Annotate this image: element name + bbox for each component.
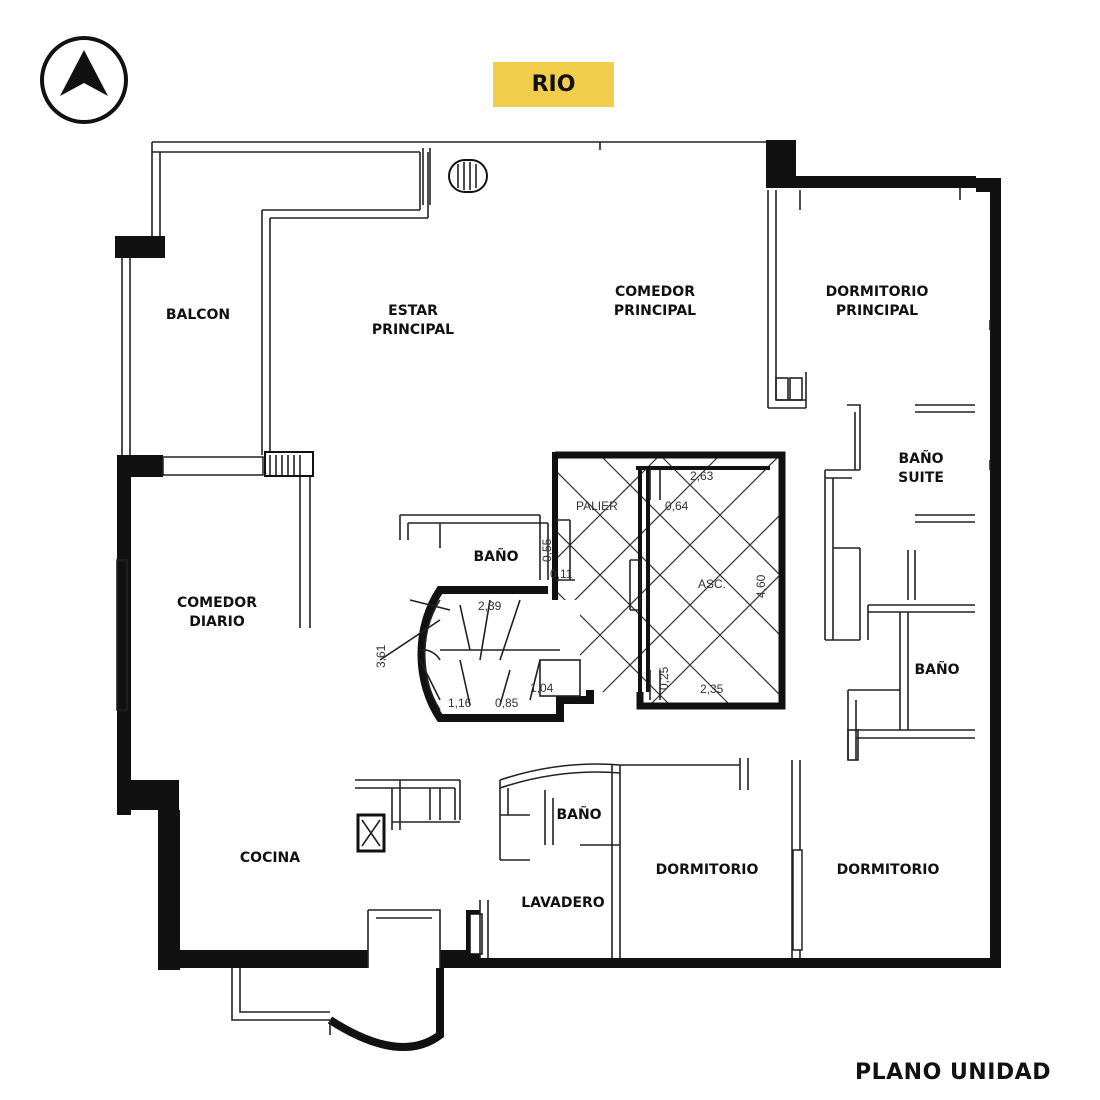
room-bano-suite-line2: SUITE — [898, 470, 944, 486]
orientation-badge: RIO — [493, 62, 614, 107]
room-estar-line2: PRINCIPAL — [372, 322, 454, 338]
room-dormitorio-principal-line2: PRINCIPAL — [836, 303, 918, 319]
dim-0-55: 0,55 — [540, 538, 554, 562]
dim-2-39: 2,39 — [478, 599, 502, 613]
interior-walls — [231, 142, 991, 1051]
core-labels: PALIER ASC. 2,63 0,64 4,60 2,35 0,25 2,3… — [374, 469, 768, 710]
room-dormitorio-principal-line1: DORMITORIO — [826, 284, 929, 300]
room-cocina: COCINA — [240, 850, 300, 866]
dim-4-60: 4,60 — [754, 574, 768, 598]
room-dormitorio-2: DORMITORIO — [837, 862, 940, 878]
room-estar-line1: ESTAR — [388, 303, 438, 319]
room-dormitorio-1: DORMITORIO — [656, 862, 759, 878]
room-comedor-line2: PRINCIPAL — [614, 303, 696, 319]
room-bano-center: BAÑO — [473, 548, 518, 565]
plan-title: PLANO UNIDAD — [855, 1060, 1051, 1085]
palier-label: PALIER — [576, 499, 618, 513]
north-arrow-icon — [40, 36, 128, 124]
dim-0-64: 0,64 — [665, 499, 689, 513]
room-balcon: BALCON — [166, 307, 230, 323]
dim-2-35: 2,35 — [700, 682, 724, 696]
dim-1-04: 1,04 — [530, 681, 554, 695]
room-labels: BALCON ESTAR PRINCIPAL COMEDOR PRINCIPAL… — [166, 284, 960, 911]
dim-3-61: 3,61 — [374, 644, 388, 668]
dim-0-85: 0,85 — [495, 696, 519, 710]
orientation-label: RIO — [531, 72, 576, 97]
room-comedor-line1: COMEDOR — [615, 284, 695, 300]
room-comedor-diario-line2: DIARIO — [189, 614, 245, 630]
exterior-walls — [115, 140, 1001, 970]
room-bano-right: BAÑO — [914, 661, 959, 678]
room-bano-suite-line1: BAÑO — [898, 450, 943, 467]
room-bano-lower: BAÑO — [556, 806, 601, 823]
dim-0-11: 0,11 — [550, 567, 573, 581]
room-comedor-diario-line1: COMEDOR — [177, 595, 257, 611]
dim-2-63: 2,63 — [690, 469, 714, 483]
core-block — [379, 451, 786, 722]
dim-1-16: 1,16 — [448, 696, 472, 710]
dim-0-25: 0,25 — [657, 666, 671, 690]
asc-label: ASC. — [698, 577, 726, 591]
room-lavadero: LAVADERO — [521, 895, 604, 911]
